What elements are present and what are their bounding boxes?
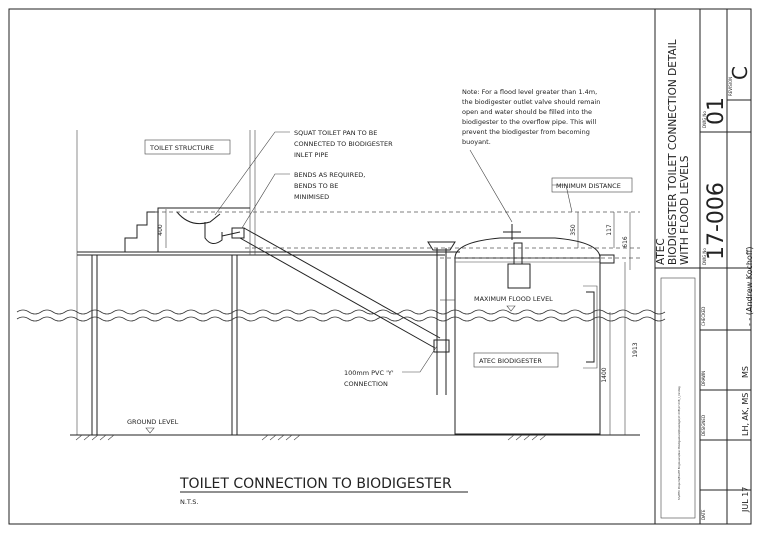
main-title: TOILET CONNECTION TO BIODIGESTER: [179, 476, 452, 492]
drawn-label: DRAWN: [701, 371, 706, 386]
bends-line-3: MINIMISED: [294, 193, 329, 201]
bends-line-2: BENDS TO BE: [294, 182, 338, 190]
flood-water-line: [16, 309, 666, 315]
toilet-structure-box: [144, 139, 231, 155]
dwg-no: 17-006: [704, 182, 729, 260]
designed-label: DESIGNED: [701, 415, 706, 436]
toilet-structure-label: TOILET STRUCTURE: [149, 144, 214, 152]
note-line-1: Note: For a flood level greater than 1.4…: [462, 88, 597, 96]
note-line-6: buoyant.: [462, 138, 491, 146]
squat-pan-line-2: CONNECTED TO BIODIGESTER: [294, 140, 393, 148]
pvc-y-line-1: 100mm PVC 'Y': [344, 369, 394, 377]
biodigester-label: ATEC BIODIGESTER: [479, 357, 542, 365]
pvc-y-leader: [402, 345, 438, 373]
date-label: DATE: [701, 509, 706, 520]
drawing-title-line-1: BIODIGESTER TOILET CONNECTION DETAIL: [667, 39, 679, 265]
sheet-no-label: DWG No: [702, 111, 707, 128]
squat-pan: [176, 211, 221, 225]
inlet-pipe-bottom: [239, 237, 436, 349]
biodigester-neck: [507, 263, 531, 289]
revision: C: [728, 66, 752, 80]
squat-pan-line-3: INLET PIPE: [294, 151, 328, 159]
squat-pan-line-1: SQUAT TOILET PAN TO BE: [294, 129, 377, 137]
svg-text:117: 117: [606, 224, 613, 236]
svg-text:400: 400: [157, 224, 164, 236]
bends-line-1: BENDS AS REQUIRED,: [294, 171, 365, 179]
dwg-no-label: DWG No: [702, 248, 707, 265]
inlet-pipe-top: [243, 227, 441, 339]
max-flood-level-label: MAXIMUM FLOOD LEVEL: [474, 295, 553, 303]
tank-side-pipe: [586, 291, 595, 363]
sheet-no: 01: [704, 97, 729, 125]
sheet-border: [8, 8, 752, 525]
ground-hatching: [75, 434, 547, 441]
checked-by: - - (Andrew Kochoff): [745, 247, 754, 326]
ground-level-label: GROUND LEVEL: [127, 418, 179, 426]
designed-by: LH, AK, MS: [741, 393, 750, 436]
note-line-3: open and water should be filled into the: [462, 108, 592, 116]
checked-label: CHECKED: [701, 307, 706, 326]
note-line-2: the biodigester outlet valve should rema…: [462, 98, 600, 106]
ground-level-marker: [145, 427, 155, 434]
svg-text:616: 616: [622, 236, 629, 248]
pan-connector: [231, 227, 245, 239]
biodigester-label-box: [473, 352, 559, 368]
flood-level-marker: [506, 305, 516, 312]
note-line-4: biodigester to the overflow pipe. This w…: [462, 118, 596, 126]
squat-pan-leader: [214, 131, 290, 216]
file-path: S:\ATEC Projects\Bi-ATE Engineers\Atec B…: [677, 386, 681, 500]
revision-label: REVISION: [728, 77, 733, 96]
title-block: [654, 9, 751, 524]
overflow-pipe: [599, 254, 615, 264]
biodigester-dome: [454, 237, 601, 259]
drawing-title-line-2: WITH FLOOD LEVELS: [679, 155, 691, 265]
p-trap: [204, 222, 223, 244]
pvc-y-fitting: [433, 339, 450, 353]
note-leader: [469, 149, 513, 223]
pvc-y-line-2: CONNECTION: [344, 380, 388, 388]
inlet-funnel: [427, 241, 456, 251]
date: JUL 17: [741, 487, 750, 513]
note-line-5: prevent the biodigester from becoming: [462, 128, 590, 136]
svg-text:350: 350: [570, 224, 577, 236]
scale-note: N.T.S.: [180, 498, 198, 506]
svg-text:1913: 1913: [632, 342, 639, 357]
biodigester-tank: [454, 257, 601, 435]
minimum-distance-label: MINIMUM DISTANCE: [556, 182, 621, 190]
stairs: [124, 207, 250, 252]
bends-leader: [241, 173, 290, 229]
company-name: ATEC: [655, 238, 667, 265]
svg-text:1400: 1400: [601, 367, 608, 382]
drawn-by: MS: [741, 366, 750, 378]
